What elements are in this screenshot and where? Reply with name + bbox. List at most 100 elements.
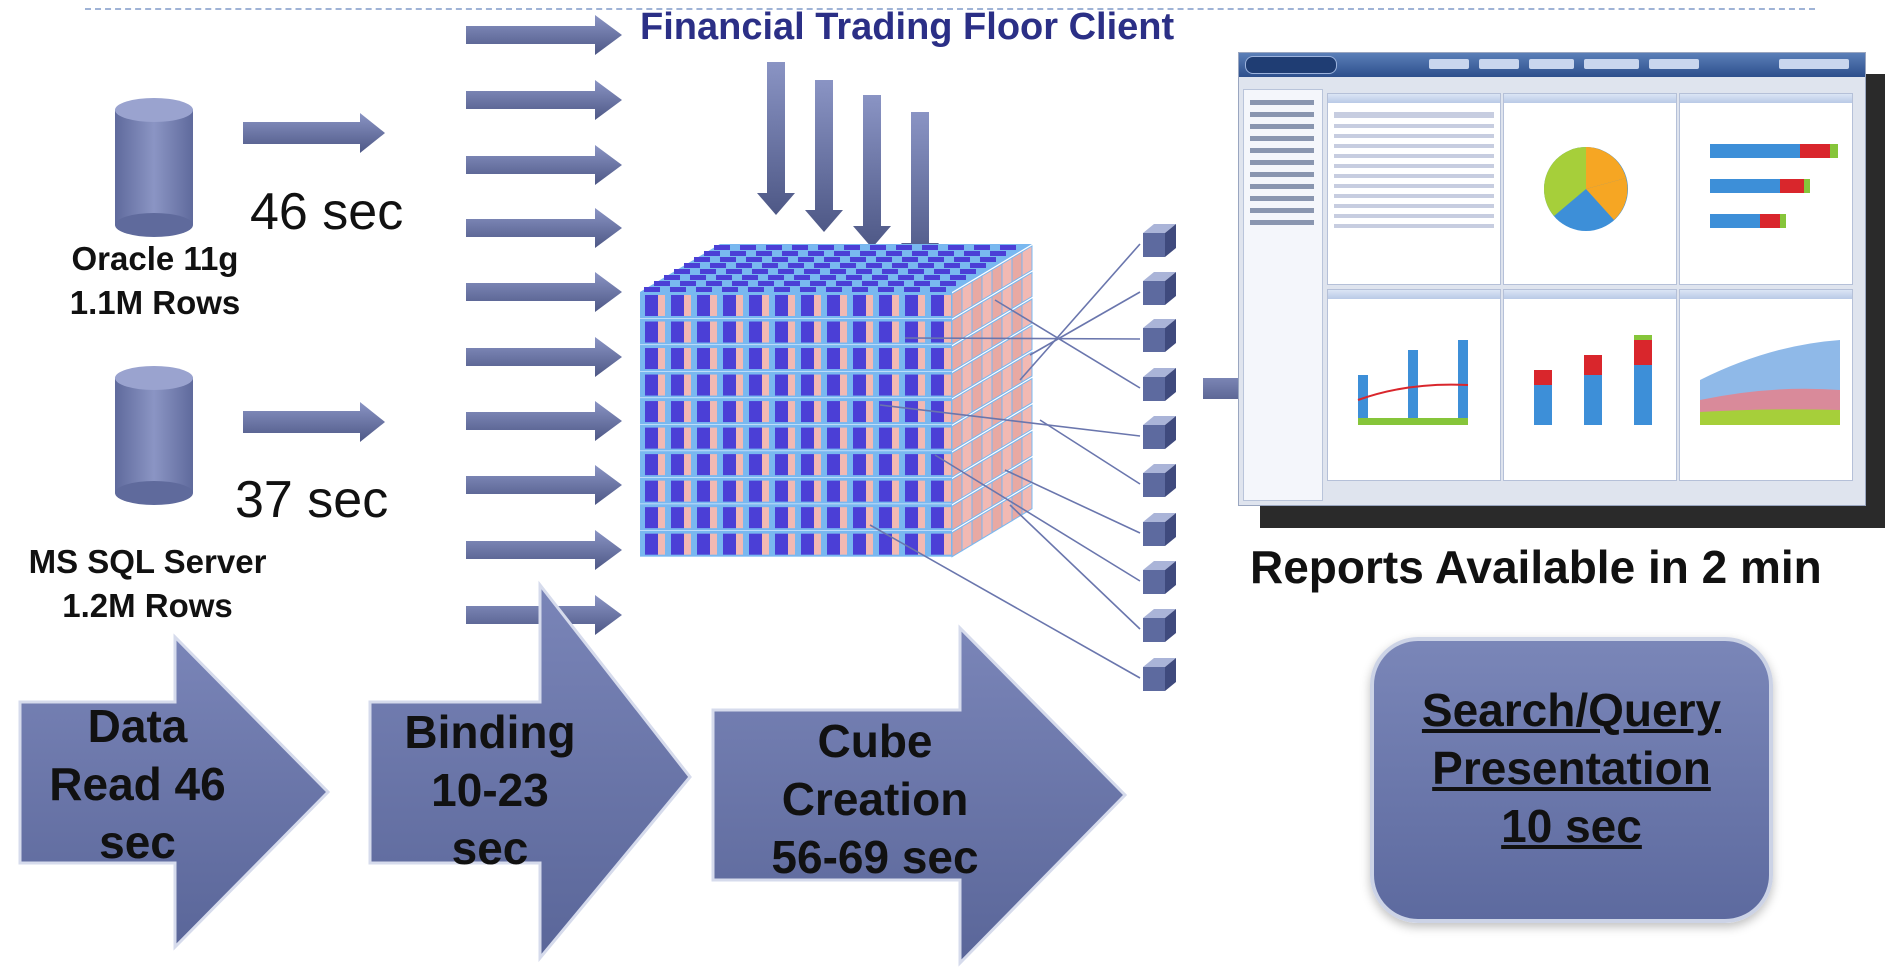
cube-front-side <box>918 454 925 476</box>
cube-front-block <box>749 533 762 555</box>
cube-top-block <box>696 287 712 292</box>
cube-front-block <box>801 454 814 476</box>
cube-front-block <box>749 348 762 370</box>
cube-front-side <box>892 480 899 502</box>
cube-top-block <box>850 257 866 262</box>
cube-front-block <box>801 321 814 343</box>
cube-front-block <box>827 533 840 555</box>
cube-front-block <box>697 348 710 370</box>
cube-side-block <box>1021 483 1033 516</box>
cube-front-block <box>931 427 944 449</box>
cube-front-side <box>918 295 925 316</box>
cube-front-block <box>879 427 892 449</box>
binding-arrow <box>466 80 622 120</box>
cube-front-side <box>788 401 795 423</box>
cube-front-side <box>788 480 795 502</box>
cube-top-block <box>714 245 730 250</box>
cube-top-block <box>756 251 772 256</box>
cube-front-block <box>879 401 892 423</box>
cube-top-block <box>866 263 882 268</box>
cube-top-block <box>902 257 918 262</box>
cube-side-block <box>991 289 1003 322</box>
cube-front-side <box>658 295 665 316</box>
cube-side-block <box>1001 310 1013 342</box>
cube-front-block <box>697 480 710 502</box>
cube-top-block <box>820 275 836 280</box>
cube-side-block <box>961 519 973 552</box>
cube-side-block <box>951 287 963 319</box>
cube-side-block <box>981 507 993 540</box>
cube-side-block <box>1021 377 1033 410</box>
cube-top-block <box>808 251 824 256</box>
cube-front-side <box>788 454 795 476</box>
cube-front-block <box>749 401 762 423</box>
cube-top-block <box>940 281 956 286</box>
cube-front-block <box>749 321 762 343</box>
cube-side-block <box>991 263 1003 295</box>
cube-side-block <box>1011 304 1023 336</box>
cube-front-block <box>775 454 788 476</box>
sqlserver-database-icon <box>115 366 193 505</box>
sqlserver-name: MS SQL Server <box>28 543 267 580</box>
cube-front-side <box>736 533 743 555</box>
cube-side-block <box>1001 336 1013 369</box>
panel-area-chart <box>1679 289 1853 481</box>
oracle-rows: 1.1M Rows <box>69 284 241 321</box>
cube-front-block <box>671 374 684 396</box>
cube-front-side <box>684 480 691 502</box>
cube-front-side <box>788 507 795 529</box>
oracle-read-time: 46 sec <box>250 183 404 241</box>
cube-side-block <box>1001 389 1013 422</box>
cube-top-block <box>908 269 924 274</box>
cube-front-side <box>684 321 691 343</box>
cube-front-side <box>658 321 665 343</box>
cube-front-block <box>801 507 814 529</box>
slice-cube-side <box>1165 368 1176 401</box>
cube-front-side <box>788 427 795 449</box>
cube-front-side <box>892 533 899 555</box>
area-chart-icon <box>1700 340 1840 425</box>
cube-side-block <box>1011 436 1023 469</box>
slice-cube-front <box>1143 473 1165 497</box>
cube-side-block <box>1021 298 1033 330</box>
cube-side-block <box>1021 324 1033 357</box>
cube-front-side <box>814 348 821 370</box>
cube-top-block <box>888 281 904 286</box>
slice-line <box>1004 469 1141 534</box>
cube-side-block <box>951 525 963 558</box>
cube-front-side <box>788 348 795 370</box>
cube-side-block <box>1021 271 1033 304</box>
cube-front-block <box>697 507 710 529</box>
cube-front-block <box>697 533 710 555</box>
cube-front-block <box>931 480 944 502</box>
cube-top-block <box>772 257 788 262</box>
cube-front-block <box>749 427 762 449</box>
cube-side-block <box>961 307 973 340</box>
cube-front-side <box>892 427 899 449</box>
cube-front-side <box>814 480 821 502</box>
cube-front-block <box>671 533 684 555</box>
cube-side-block <box>1011 251 1023 283</box>
panel-donut-chart <box>1503 289 1677 481</box>
cube-side-block <box>1001 363 1013 395</box>
cube-top-block <box>752 269 768 274</box>
cube-side-block <box>1001 416 1013 449</box>
cube-top-block <box>654 281 670 286</box>
cube-side-block <box>961 493 973 526</box>
binding-arrow <box>466 337 622 377</box>
cube-top-block <box>710 263 726 268</box>
cube-front-block <box>827 348 840 370</box>
cube-side-block <box>961 413 973 446</box>
cube-top-block <box>644 287 660 292</box>
slice-cube-side <box>1165 513 1176 546</box>
cube-side-block <box>1021 404 1033 437</box>
cube-front-side <box>736 454 743 476</box>
app-logo <box>1245 56 1337 74</box>
cube-front-block <box>853 454 866 476</box>
cube-front-block <box>879 533 892 555</box>
cube-side-block <box>971 513 983 546</box>
cube-front-side <box>710 507 717 529</box>
cube-top-block <box>914 281 930 286</box>
cube-top-block <box>684 263 700 268</box>
